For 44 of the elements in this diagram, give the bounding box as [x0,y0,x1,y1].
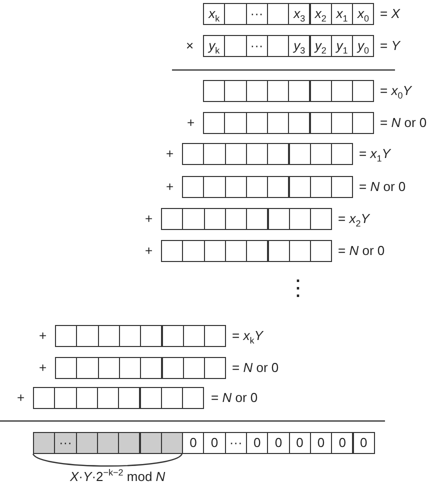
term-label: + [166,179,174,195]
register-cell: y$_{0}$ [352,35,374,57]
register-cell: x$_{3}$ [288,3,310,25]
term-label: = x$_{k}$Y [232,328,263,344]
term-label: X·Y·2$^{−k−2}$ mod N [70,469,166,485]
term-label: + [17,390,25,406]
term-label: = N or 0 [232,360,279,376]
term-label: = x$_{2}$Y [338,211,370,227]
register-cell: y$_{k}$ [203,35,226,57]
register-cell: ··· [54,432,77,454]
register-cell: 0 [182,432,204,454]
term-label: = N or 0 [380,115,427,131]
vertical-ellipsis: ⋮ [287,274,309,302]
register-cell: y$_{1}$ [330,35,354,57]
term-label: = Y [380,38,400,54]
term-label: + [166,146,174,162]
register-cell: x$_{k}$ [203,3,226,25]
term-label: + [145,211,153,227]
term-label: = X [380,6,400,22]
term-label: + [39,328,47,344]
register-cell: 0 [352,432,375,454]
register-cell: 0 [288,432,311,454]
register-cell: ··· [246,3,268,25]
register-cell: 0 [310,432,332,454]
term-label: = N or 0 [359,179,406,195]
register-cell: y$_{2}$ [310,35,332,57]
term-label: = x$_{1}$Y [359,146,390,162]
register-cell: 0 [267,432,290,454]
register-cell: ··· [224,432,247,454]
register-cell: 0 [246,432,268,454]
register-cell: x$_{0}$ [352,3,374,25]
term-label: + [187,115,195,131]
register-cell: x$_{2}$ [310,3,332,25]
term-label: = N or 0 [211,390,258,406]
register-cell: 0 [203,432,226,454]
register-cell: y$_{3}$ [288,35,310,57]
term-label: + [145,243,153,259]
term-label: = N or 0 [338,243,385,259]
register-cell: 0 [331,432,354,454]
register-cell: ··· [246,35,268,57]
term-label: × [186,38,194,54]
term-label: + [39,360,47,376]
term-label: = x$_{0}$Y [380,83,412,99]
register-cell: x$_{1}$ [330,3,354,25]
